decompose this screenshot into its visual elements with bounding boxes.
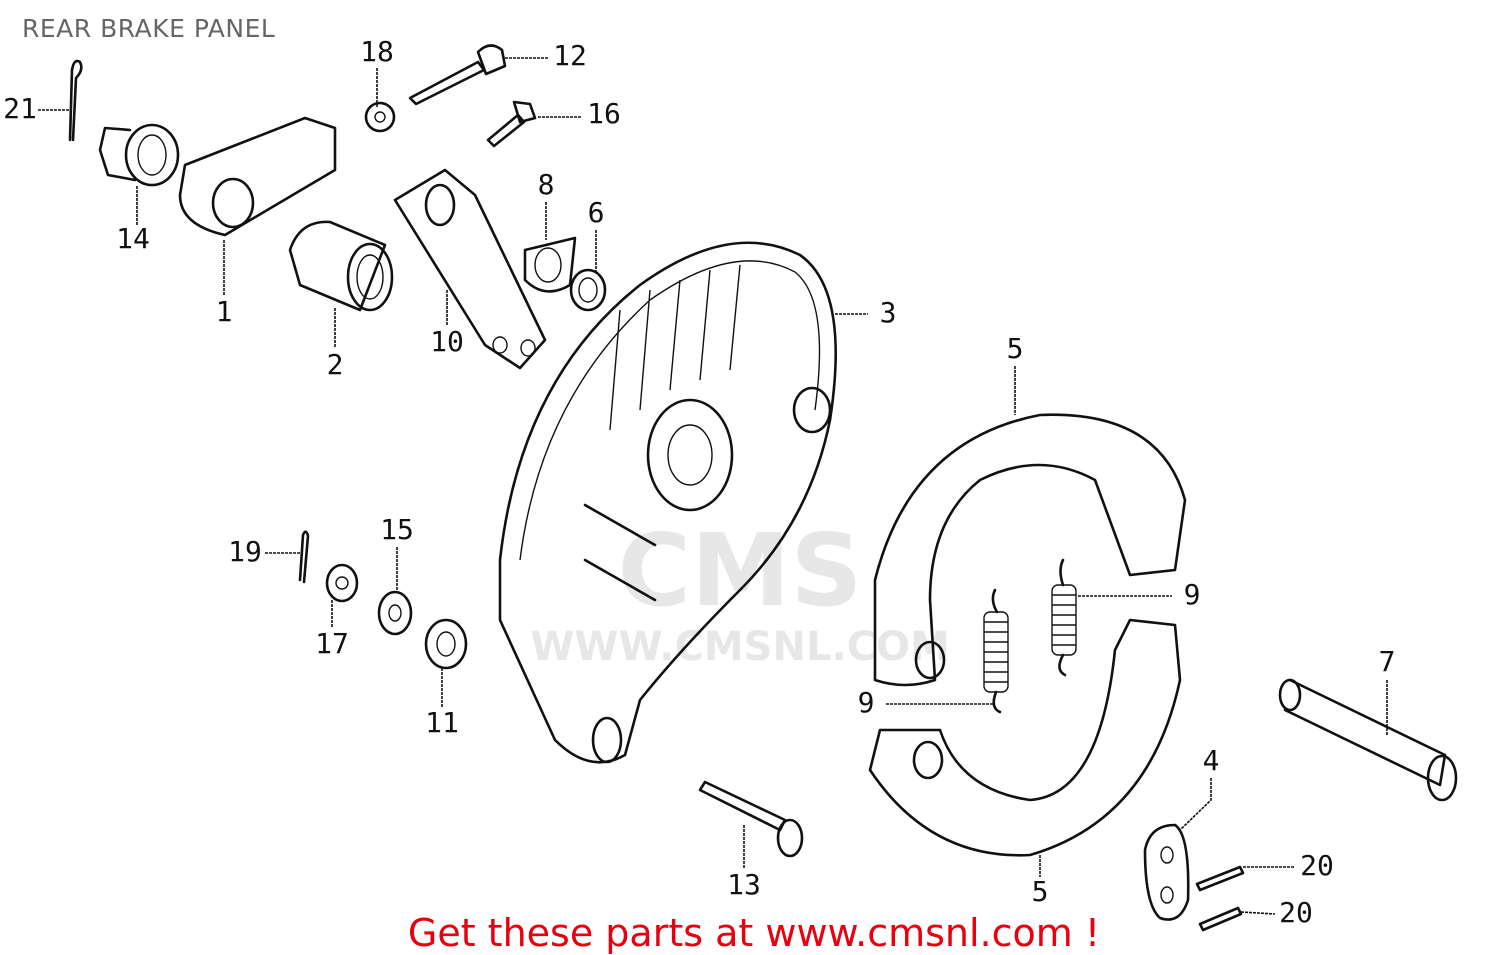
callout-21: 21	[3, 92, 37, 125]
callout-16: 16	[587, 97, 621, 130]
part-pin-16	[486, 100, 537, 148]
callout-14: 14	[116, 222, 150, 255]
part-lever-arm-1	[178, 116, 337, 237]
part-14	[98, 123, 180, 187]
callout-13: 13	[727, 868, 761, 901]
part-pin-20-b	[1198, 906, 1243, 932]
part-washer-15	[377, 590, 413, 636]
part-spring-9-a	[1051, 558, 1077, 677]
callout-6: 6	[588, 196, 605, 229]
callout-12: 12	[553, 39, 587, 72]
footer-link[interactable]: Get these parts at www.cmsnl.com !	[407, 911, 1101, 955]
part-pin-20-a	[1195, 865, 1245, 892]
part-brake-panel-3	[498, 241, 838, 764]
callout-5: 5	[1032, 875, 1049, 908]
callout-4: 4	[1203, 744, 1220, 777]
callout-17: 17	[315, 627, 349, 660]
callout-7: 7	[1379, 645, 1396, 678]
part-cam-lever-10	[393, 168, 547, 370]
callout-19: 19	[228, 535, 262, 568]
part-nut-17	[325, 563, 359, 603]
callout-9: 9	[1184, 578, 1201, 611]
callout-20: 20	[1279, 896, 1313, 929]
part-cotter-pin-21	[68, 59, 83, 142]
callout-1: 1	[216, 295, 233, 328]
callout-8: 8	[538, 168, 555, 201]
part-plate-4	[1143, 823, 1190, 921]
callout-18: 18	[360, 35, 394, 68]
callout-10: 10	[430, 325, 464, 358]
watermark-logo: CMS	[618, 512, 863, 629]
part-plate-8	[523, 236, 577, 293]
callout-20: 20	[1300, 849, 1334, 882]
part-brake-shoe-5-upper	[873, 413, 1187, 687]
watermark: CMS WWW.CMSNL.COM	[530, 512, 950, 670]
part-spring-9-b	[983, 588, 1009, 714]
callout-11: 11	[425, 706, 459, 739]
part-brake-shoe-5-lower	[868, 618, 1182, 857]
part-collar-2	[288, 220, 394, 312]
watermark-url: WWW.CMSNL.COM	[530, 624, 950, 670]
part-nut-18	[364, 101, 396, 133]
callout-3: 3	[880, 296, 897, 329]
part-cotter-pin-19	[298, 530, 310, 584]
part-cam-shaft-7	[1278, 678, 1458, 802]
part-bolt-12	[408, 44, 507, 106]
leader-lines	[38, 57, 1388, 915]
callout-2: 2	[327, 348, 344, 381]
diagram-title: REAR BRAKE PANEL	[22, 14, 276, 43]
part-pin-13	[698, 780, 804, 858]
callout-15: 15	[380, 513, 414, 546]
part-seal-11	[424, 618, 468, 670]
part-seal-6	[569, 268, 607, 312]
callout-9: 9	[858, 686, 875, 719]
callout-5: 5	[1007, 332, 1024, 365]
